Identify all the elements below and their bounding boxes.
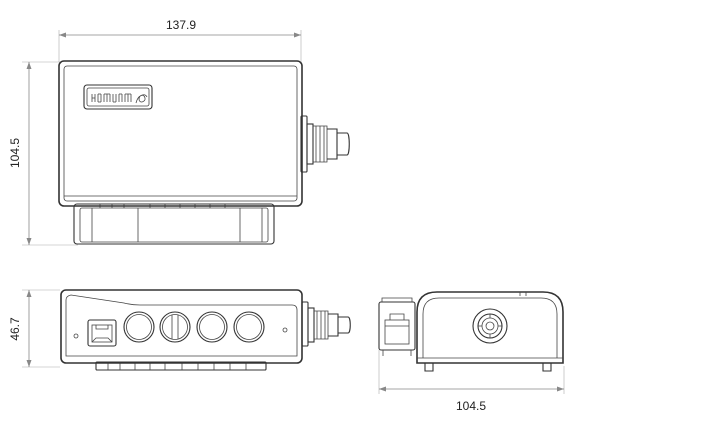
logo-plate bbox=[83, 84, 153, 110]
dimension-label-front-height: 46.7 bbox=[8, 317, 22, 341]
dimension-front-height: 46.7 bbox=[8, 289, 60, 368]
dimension-label-top-width: 137.9 bbox=[166, 18, 196, 32]
cable-gland-top bbox=[300, 115, 350, 173]
cable-gland-front bbox=[301, 301, 351, 347]
round-socket-2 bbox=[159, 311, 191, 343]
round-socket-1 bbox=[123, 311, 155, 343]
round-socket-4 bbox=[233, 311, 265, 343]
top-view bbox=[58, 60, 350, 245]
circular-connector bbox=[472, 308, 508, 344]
side-view bbox=[378, 291, 564, 372]
rj45-port bbox=[87, 319, 117, 347]
dimension-label-top-height: 104.5 bbox=[8, 138, 22, 168]
round-socket-3 bbox=[196, 311, 228, 343]
dimension-top-width: 137.9 bbox=[58, 18, 302, 62]
dimension-top-height: 104.5 bbox=[8, 61, 78, 246]
side-connector bbox=[378, 297, 416, 356]
dimension-label-side-width: 104.5 bbox=[456, 399, 486, 413]
dimension-side-width: 104.5 bbox=[378, 350, 565, 413]
front-view bbox=[60, 289, 351, 371]
